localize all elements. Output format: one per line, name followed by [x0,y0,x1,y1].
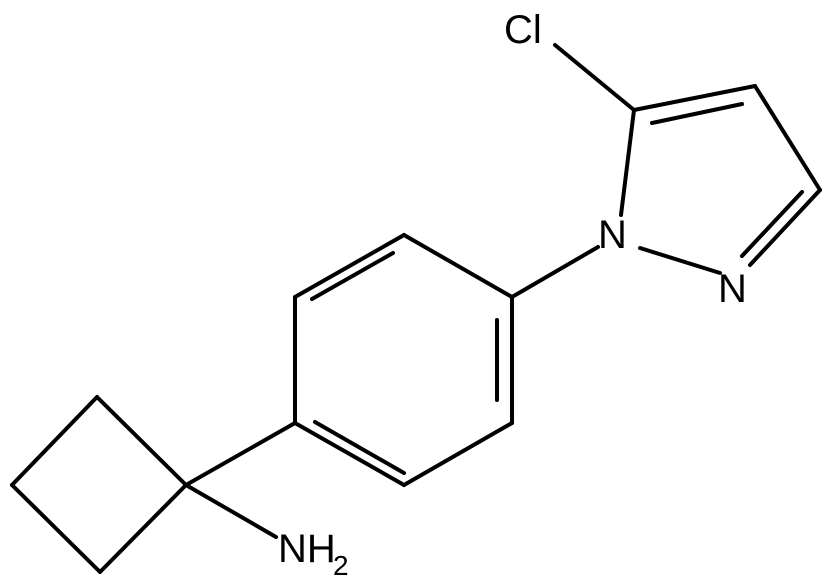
bond-c5-c4 [632,84,757,112]
amine-subscript: 2 [333,550,349,581]
bond-cyclobutane-1 [95,395,188,487]
bond-c-to-amine [184,483,278,539]
bond-n1-c5 [619,108,636,217]
pyrazole-n2-label: N [718,267,747,311]
bond-cyclobutane-3 [10,483,102,574]
benzene-ring [293,233,514,487]
bond-c3-n2-double [740,190,804,258]
bond-benzene-2 [402,421,514,487]
chlorine-label: Cl [504,8,542,52]
bond-c-to-phenyl [184,421,297,487]
amine-label: NH [278,527,336,571]
pyrazole-n1-label: N [598,213,627,257]
bond-c4-c3 [753,84,822,192]
cyclobutane-ring [10,395,188,574]
bond-benzene-double-a [313,420,406,475]
bond-benzene-4 [402,233,514,299]
bond-c5-c4-double [650,102,744,125]
bond-c5-to-cl [553,43,636,112]
bond-benzene-5 [293,233,406,299]
bond-c3-n2 [748,188,822,267]
bond-cyclobutane-2 [10,395,99,487]
bond-benzene-double-c [310,251,395,301]
bond-benzene-1 [293,421,406,487]
bond-phenyl-to-n1 [510,245,600,299]
bond-n2-n1 [638,246,722,275]
pyrazole-ring [619,84,822,275]
bond-cyclobutane-4 [98,483,188,574]
